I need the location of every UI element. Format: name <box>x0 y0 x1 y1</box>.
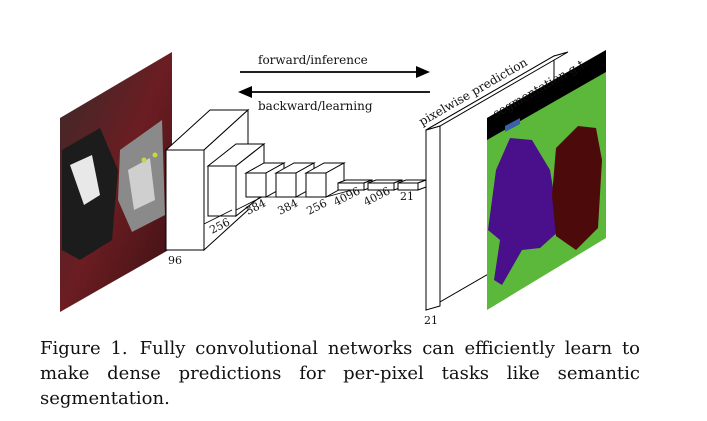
input-photo <box>60 52 172 312</box>
segmentation-gt <box>487 50 606 310</box>
forward-arrow <box>240 66 430 78</box>
cat-light-patch <box>128 158 155 210</box>
cat-eye <box>141 157 147 163</box>
gt-cat-region <box>552 126 602 250</box>
gt-blue-patch <box>505 118 520 132</box>
output-layer-label: 21 <box>424 314 438 327</box>
layer-label-1: 96 <box>168 254 182 267</box>
layer-label-5: 256 <box>304 197 329 218</box>
figure-caption: Figure 1.Fully convolutional networks ca… <box>40 336 640 411</box>
connector-lines <box>203 189 353 225</box>
gt-dog-region <box>488 138 560 285</box>
backward-label: backward/learning <box>258 99 373 113</box>
caption-text: Fully convolutional networks can efficie… <box>40 338 641 409</box>
dog-white-patch <box>70 155 100 205</box>
layer-label-8: 21 <box>400 190 414 203</box>
fcn-diagram-svg: 96 256 384 384 256 4096 4096 21 forward/… <box>60 50 606 327</box>
forward-label: forward/inference <box>258 53 368 67</box>
fcn-diagram: 96 256 384 384 256 4096 4096 21 forward/… <box>60 50 606 327</box>
layer-label-4: 384 <box>275 197 300 218</box>
cat-eye <box>152 152 158 158</box>
figure-number: Figure 1. <box>40 338 128 359</box>
conv-layers <box>164 108 427 252</box>
layer-block-8 <box>397 179 427 191</box>
backward-arrow <box>238 86 430 98</box>
